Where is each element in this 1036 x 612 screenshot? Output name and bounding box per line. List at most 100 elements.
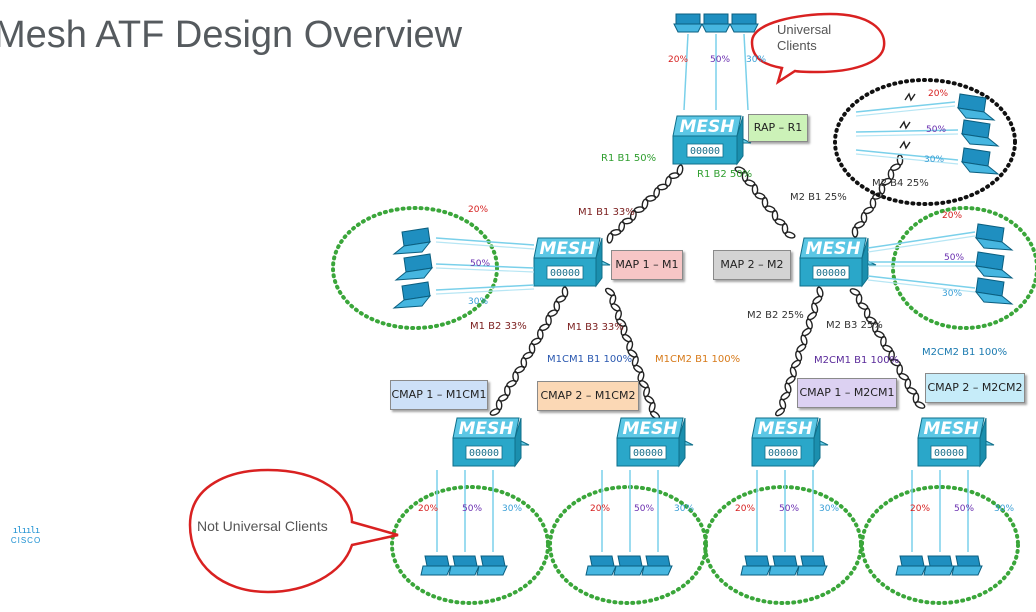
signal-line [743, 33, 749, 111]
link-label-m1b1: M1 B1 33% [578, 207, 635, 218]
mesh-port-panel [629, 445, 667, 460]
link-label-m2cm2b1: M2CM2 B1 100% [922, 347, 1008, 358]
pct-cm22-3: 30% [994, 504, 1014, 514]
mesh-side-face [514, 417, 522, 468]
chain-link [530, 337, 542, 346]
laptop-cm21-screen [744, 555, 770, 567]
laptop-base [974, 237, 1014, 251]
laptop-cm11-base [448, 565, 480, 576]
link-label-m2b3: M2 B3 25% [826, 320, 883, 331]
signals-map1-2 [435, 263, 535, 273]
signals-map1-1 [435, 237, 535, 250]
pct-map1-2: 50% [470, 259, 490, 269]
chain-m2-cm22 [849, 288, 926, 409]
chain-link [744, 179, 756, 187]
laptop-rap-2 [960, 119, 1000, 147]
pct-cm11-3: 30% [502, 504, 522, 514]
signal-line [867, 279, 976, 293]
laptop-cm22-screen [955, 555, 981, 567]
laptop-cm22-screen [927, 555, 953, 567]
pct-cm12-3: 30% [674, 504, 694, 514]
mesh-side-face [736, 115, 744, 166]
chain-m1-cm11 [489, 286, 569, 416]
chain-link [489, 408, 501, 416]
signals-rap-3 [855, 149, 959, 165]
chain-r1-m2 [734, 166, 796, 239]
chain-link [874, 330, 885, 339]
mesh-ports: 00000 [469, 448, 499, 459]
pct-cm12-2: 50% [634, 504, 654, 514]
universal-clients-callout [750, 12, 886, 85]
laptop-cm12-screen [589, 555, 615, 567]
signal-line [855, 105, 956, 117]
page-title: Mesh ATF Design Overview [0, 14, 463, 56]
signal-line [683, 33, 689, 111]
laptop-top-base [701, 23, 731, 33]
mesh-label: MESH [923, 419, 978, 439]
chain-link [539, 323, 550, 332]
client-group-map1 [331, 206, 499, 330]
mesh-ports: 00000 [690, 146, 720, 157]
signals-map2-1 [867, 231, 976, 253]
chain-m1-cm12 [604, 287, 661, 420]
chain-link [898, 372, 910, 381]
cmap2-m2cm2-box: CMAP 2 – M2CM2 [925, 373, 1025, 403]
laptop-map2-3 [974, 277, 1014, 305]
cmap2-m1cm2-box: CMAP 2 – M1CM2 [537, 381, 639, 411]
chain-link [497, 394, 509, 402]
chain-link [906, 387, 918, 395]
pct-cm21-2: 50% [779, 504, 799, 514]
laptop-cm11-base [420, 565, 452, 576]
signal-line [435, 288, 535, 295]
laptop-cm22-base [923, 565, 955, 576]
signals-map2-2 [868, 261, 975, 267]
laptop-top-base [673, 23, 703, 33]
signals-map2-3 [867, 275, 976, 293]
mesh-port-panel [930, 445, 968, 460]
pct-cm11-1: 20% [418, 504, 438, 514]
laptop-rap-1 [956, 93, 996, 121]
laptop-top-screen [703, 13, 729, 25]
laptop-map1-3 [392, 281, 432, 309]
pct-map1-3: 30% [468, 297, 488, 307]
pct-rap-right-3: 30% [924, 155, 944, 165]
laptop-rap-3 [960, 147, 1000, 175]
signal-line [435, 263, 535, 269]
logo-text: CISCO [10, 536, 42, 545]
map2-m2-box: MAP 2 – M2 [713, 250, 791, 280]
mesh-label: MESH [539, 239, 594, 259]
link-label-m1b3: M1 B3 33% [567, 322, 624, 333]
mesh-label: MESH [805, 239, 860, 259]
laptop-cm22-base [951, 565, 983, 576]
signals-map1-3 [435, 284, 535, 295]
chain-link [547, 309, 559, 318]
mesh-port-panel [686, 143, 724, 158]
laptop-top-base [729, 23, 759, 33]
pct-cm21-1: 20% [735, 504, 755, 514]
laptop-cm12-base [641, 565, 673, 576]
signal-line [867, 275, 976, 289]
chain-link [849, 288, 861, 296]
client-group-cmap22 [860, 485, 1020, 605]
pct-map1-1: 20% [468, 205, 488, 215]
laptop-map1-1 [392, 227, 432, 255]
laptop-map2-2 [974, 251, 1014, 279]
mesh-label: MESH [622, 419, 677, 439]
mesh-node-cmap11: MESH 00000 [452, 417, 530, 468]
mesh-port-panel [546, 265, 584, 280]
chain-link [774, 407, 786, 417]
pct-cm21-3: 30% [819, 504, 839, 514]
laptop-map2-1 [974, 223, 1014, 251]
signal-line [435, 237, 535, 246]
laptop-cm12-screen [645, 555, 671, 567]
mesh-label: MESH [458, 419, 513, 439]
laptop-base [392, 241, 432, 255]
chain-link [857, 302, 869, 310]
laptop-base [974, 265, 1014, 279]
signal-line [855, 153, 959, 165]
mesh-port-panel [764, 445, 802, 460]
